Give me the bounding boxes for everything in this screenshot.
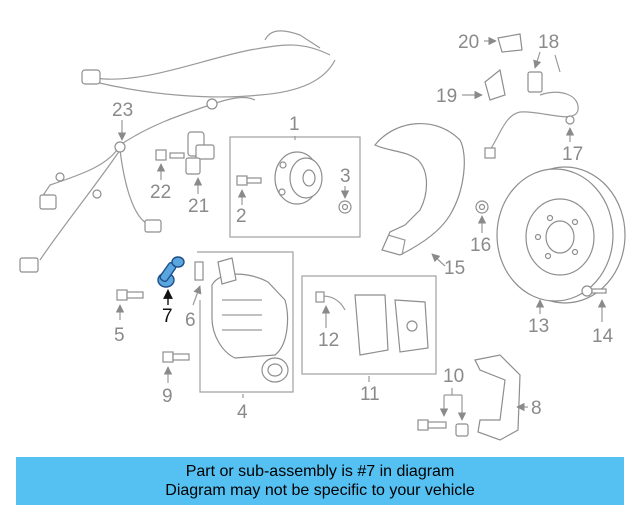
callout-18: 18 (538, 32, 559, 53)
caliper-carrier-8 (474, 354, 521, 441)
callout-3: 3 (340, 166, 351, 187)
bracket-19 (484, 68, 506, 101)
callout-2: 2 (236, 206, 247, 227)
callout-7: 7 (162, 306, 173, 327)
callout-16: 16 (470, 235, 491, 256)
callout-20: 20 (458, 32, 479, 53)
callout-12: 12 (318, 330, 339, 351)
brake-rotor (496, 166, 626, 304)
nut-3 (338, 200, 352, 214)
callout-14: 14 (592, 326, 614, 347)
wheel-hub (274, 151, 323, 205)
bolts-10 (417, 419, 469, 437)
wiring-harness (19, 30, 336, 273)
nut-16 (475, 200, 489, 214)
info-banner: Part or sub-assembly is #7 in diagram Di… (16, 457, 624, 505)
bolt-2 (236, 175, 262, 186)
clip-20 (497, 33, 523, 53)
splash-shield (374, 122, 465, 256)
sensor-21 (185, 131, 215, 175)
brake-caliper (211, 257, 289, 383)
callout-19: 19 (436, 86, 457, 107)
callout-5: 5 (114, 325, 125, 346)
wear-sensor-17 (484, 91, 579, 159)
callout-9: 9 (162, 386, 173, 407)
bolt-9 (162, 351, 190, 363)
bolt-22 (155, 149, 185, 161)
callout-10: 10 (443, 366, 464, 387)
callout-15: 15 (444, 258, 465, 279)
wear-indicator-12 (315, 291, 346, 311)
callout-11: 11 (360, 384, 380, 405)
bolt-5 (116, 289, 144, 301)
caliper-assembly-box (197, 251, 294, 393)
callout-4: 4 (237, 402, 248, 423)
connector-18 (527, 54, 561, 93)
guide-pin-7-highlighted (157, 256, 185, 288)
banner-line-disclaimer: Diagram may not be specific to your vehi… (165, 482, 475, 499)
parts-diagram-svg: 23 21 22 1 2 3 15 (19, 30, 626, 441)
screw-14 (581, 285, 607, 297)
callout-6: 6 (185, 310, 196, 331)
callout-21: 21 (188, 196, 209, 217)
callout-8: 8 (531, 398, 542, 419)
callout-23: 23 (112, 100, 133, 121)
brake-pads-box (301, 275, 437, 375)
callout-22: 22 (150, 182, 171, 203)
bleeder-6 (194, 261, 204, 281)
parts-diagram: 23 21 22 1 2 3 15 (19, 30, 626, 441)
banner-line-part-number: Part or sub-assembly is #7 in diagram (185, 463, 455, 480)
callout-1: 1 (289, 114, 300, 135)
callout-17: 17 (562, 144, 583, 165)
callout-13: 13 (528, 316, 549, 337)
brake-pads (354, 294, 429, 356)
